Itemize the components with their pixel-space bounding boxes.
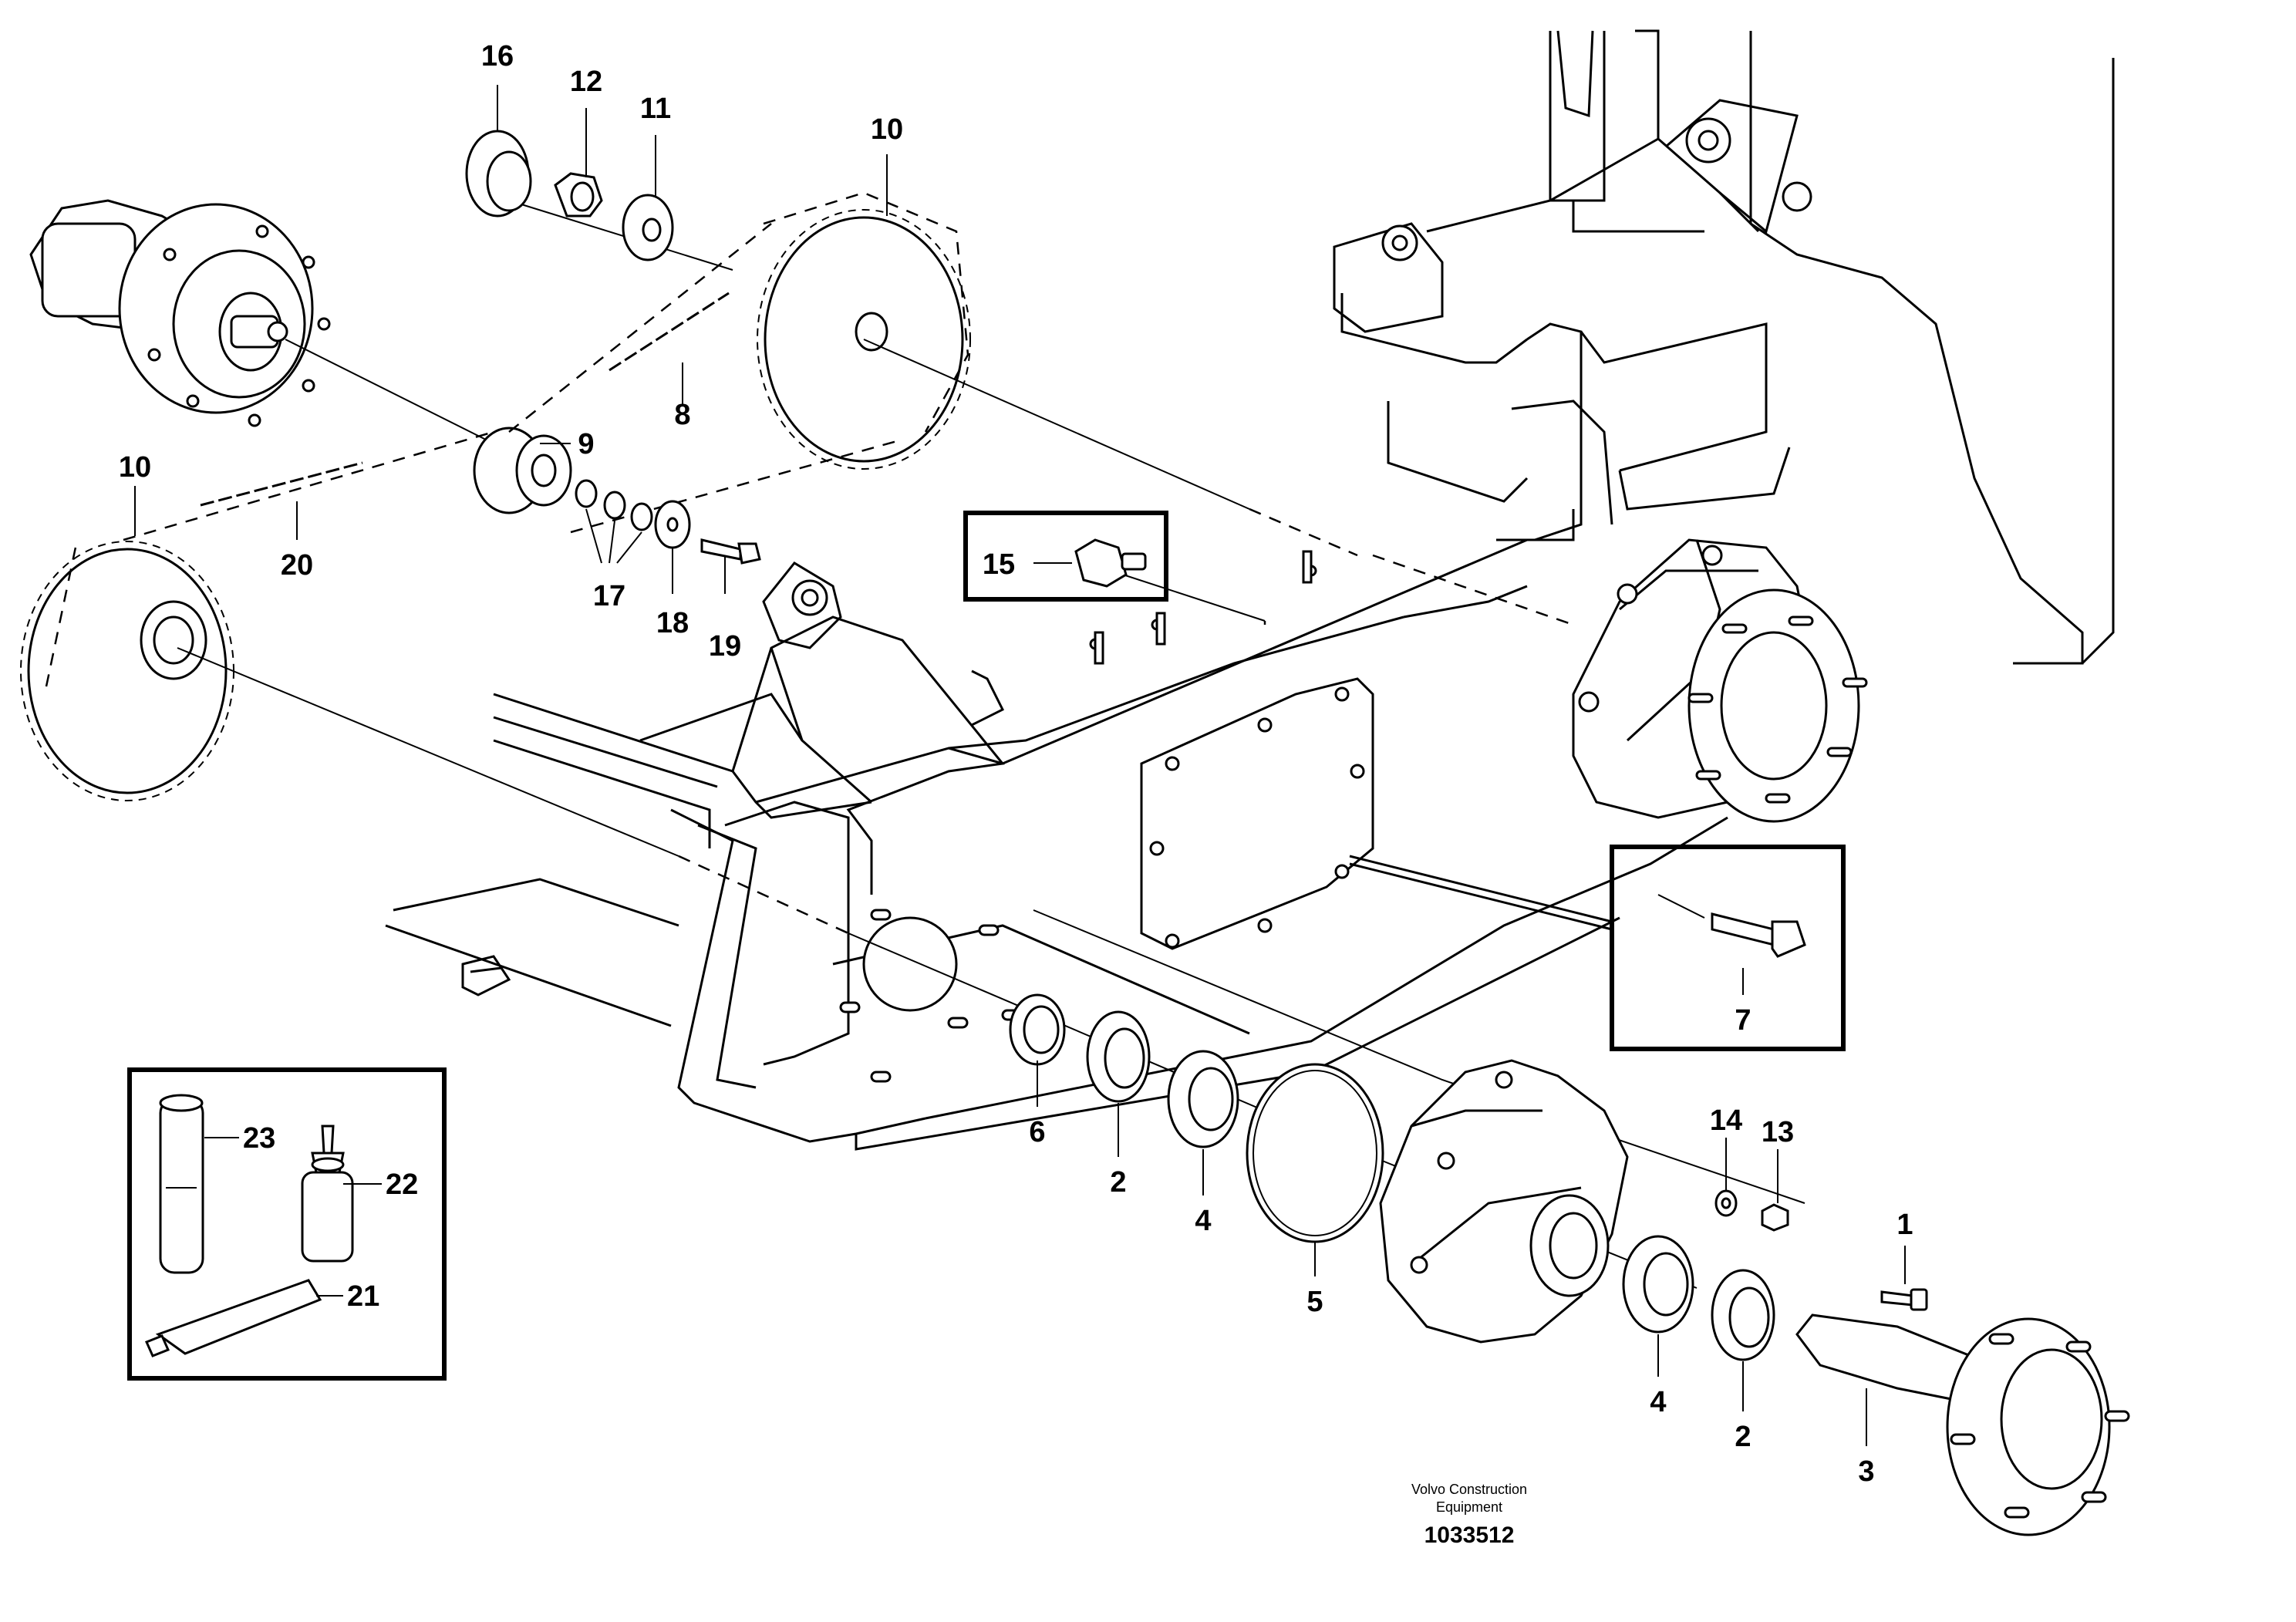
- callout-16: 16: [481, 40, 514, 73]
- axle-housing-lower: [1379, 1059, 1629, 1344]
- washers-17: [575, 479, 653, 531]
- bearing-4-inner: [1167, 1050, 1239, 1148]
- credit-block: Volvo Construction Equipment 1033512: [1411, 1482, 1527, 1548]
- seal-2-outer: [1711, 1269, 1775, 1361]
- callout-2-inner: 2: [1110, 1166, 1126, 1199]
- callout-5: 5: [1306, 1286, 1323, 1318]
- callout-21: 21: [347, 1280, 379, 1313]
- callout-19: 19: [709, 630, 741, 663]
- callout-13: 13: [1762, 1116, 1794, 1148]
- callout-2-outer: 2: [1735, 1421, 1751, 1453]
- callout-3: 3: [1858, 1455, 1874, 1488]
- drive-chain-lower: [200, 461, 363, 507]
- axle-shaft-3: [1795, 1313, 2130, 1536]
- o-ring-5: [1246, 1063, 1384, 1243]
- callout-10-lower: 10: [119, 451, 151, 484]
- consumables-box: [127, 1067, 447, 1381]
- callout-8: 8: [674, 399, 690, 431]
- callout-22: 22: [386, 1168, 418, 1201]
- callout-10-upper: 10: [871, 113, 903, 146]
- detail-box-bolt: [1349, 845, 1846, 1051]
- callout-4-inner: 4: [1195, 1205, 1211, 1237]
- leader-lines: [134, 85, 1906, 1446]
- bearing-4-outer: [1622, 1235, 1694, 1334]
- seal-16: [465, 130, 532, 218]
- callout-1: 1: [1896, 1209, 1913, 1241]
- axle-housing-upper: [1572, 538, 1868, 823]
- machine-frame: [385, 29, 2115, 1151]
- bolt-1: [1880, 1288, 1928, 1311]
- nut-12: [554, 172, 603, 218]
- callout-20: 20: [281, 549, 313, 582]
- callout-7: 7: [1735, 1004, 1751, 1037]
- callout-11: 11: [640, 93, 671, 125]
- callout-4-outer: 4: [1650, 1386, 1666, 1418]
- grease-cartridge-23: [159, 1094, 204, 1274]
- washer-18: [654, 500, 691, 549]
- callout-6: 6: [1029, 1116, 1045, 1148]
- sealant-tube-21: [144, 1279, 322, 1357]
- small-sprocket: [473, 427, 572, 514]
- drive-chain-upper: [609, 292, 730, 372]
- plug-15: [1074, 538, 1147, 588]
- credit-line-2: Equipment: [1436, 1499, 1502, 1515]
- washer-11: [622, 194, 674, 261]
- hydraulic-motor: [29, 199, 331, 427]
- bolt-19: [700, 538, 761, 565]
- seal-6: [1009, 993, 1066, 1066]
- detail-box-plug: [963, 511, 1168, 602]
- callout-9: 9: [578, 428, 594, 460]
- stud-ring-upper: [1687, 615, 1868, 804]
- callout-labels: 16 12 11 10 8 9 10 20 17 18 19 15 7 6 2 …: [119, 40, 1913, 1488]
- seal-2-inner: [1086, 1010, 1151, 1103]
- washer-14: [1714, 1189, 1738, 1217]
- large-sprocket-lower: [20, 541, 234, 801]
- callout-18: 18: [656, 607, 689, 639]
- nut-13: [1761, 1203, 1789, 1232]
- callout-15: 15: [983, 548, 1015, 581]
- callout-17: 17: [593, 580, 625, 612]
- credit-line-1: Volvo Construction: [1411, 1482, 1527, 1497]
- callout-12: 12: [570, 66, 602, 98]
- callout-23: 23: [243, 1122, 275, 1155]
- threadlocker-bottle-22: [301, 1125, 354, 1263]
- callout-14: 14: [1710, 1104, 1742, 1137]
- document-number: 1033512: [1424, 1523, 1515, 1548]
